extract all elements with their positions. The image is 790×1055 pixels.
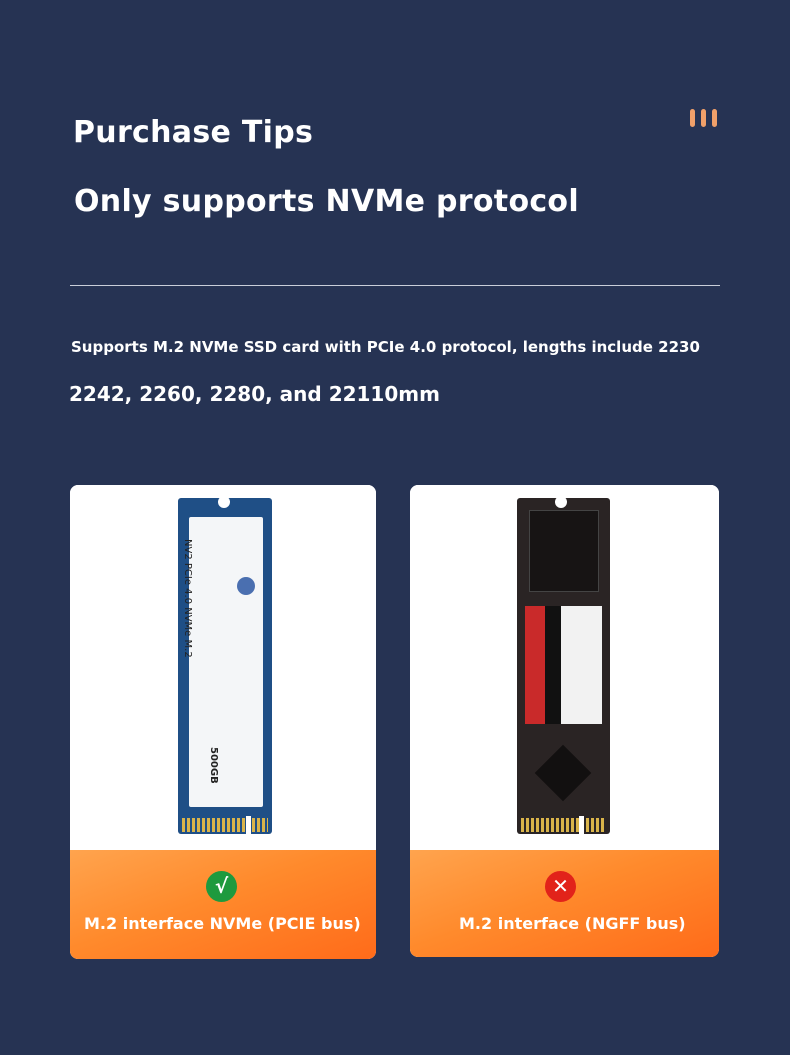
ngff-card-footer: ✕ M.2 interface (NGFF bus) [410,850,719,957]
nvme-card: NV2 PCIe 4.0 NVMe M.2 500GB √ M.2 interf… [70,485,376,959]
ssd-key-slot [579,816,584,834]
cross-icon: ✕ [545,871,576,902]
ssd-notch [555,496,567,508]
bar [690,109,695,127]
ssd-notch [218,496,230,508]
ssd-sticker: NV2 PCIe 4.0 NVMe M.2 500GB [182,517,263,807]
ssd-capacity-text: 500GB [208,747,219,784]
ssd-memory-chip [529,510,599,592]
ssd-model-text: NV2 PCIe 4.0 NVMe M.2 [182,539,193,658]
ssd-key-slot [246,816,251,834]
description-line-2: 2242, 2260, 2280, and 22110mm [69,382,440,406]
page-subtitle: Only supports NVMe protocol [74,184,579,219]
nvme-card-footer: √ M.2 interface NVMe (PCIE bus) [70,850,376,959]
divider [70,285,720,286]
ssd-component-icon [237,577,255,595]
ngff-ssd-image [410,485,719,850]
bar [701,109,706,127]
ssd-controller-chip [534,744,592,802]
ssd-gold-contacts [521,818,606,832]
ngff-card: ✕ M.2 interface (NGFF bus) [410,485,719,957]
nvme-card-label: M.2 interface NVMe (PCIE bus) [84,914,361,933]
ngff-card-label: M.2 interface (NGFF bus) [459,914,686,933]
bar [712,109,717,127]
ssd-label [525,606,602,724]
page-title: Purchase Tips [73,115,314,150]
description-line-1: Supports M.2 NVMe SSD card with PCIe 4.0… [71,338,700,356]
ngff-ssd-illustration [517,496,610,834]
decorative-bars-icon [690,109,717,127]
nvme-ssd-illustration: NV2 PCIe 4.0 NVMe M.2 500GB [178,496,272,834]
ssd-gold-contacts [182,818,268,832]
checkmark-icon: √ [206,871,237,902]
nvme-ssd-image: NV2 PCIe 4.0 NVMe M.2 500GB [70,485,376,850]
